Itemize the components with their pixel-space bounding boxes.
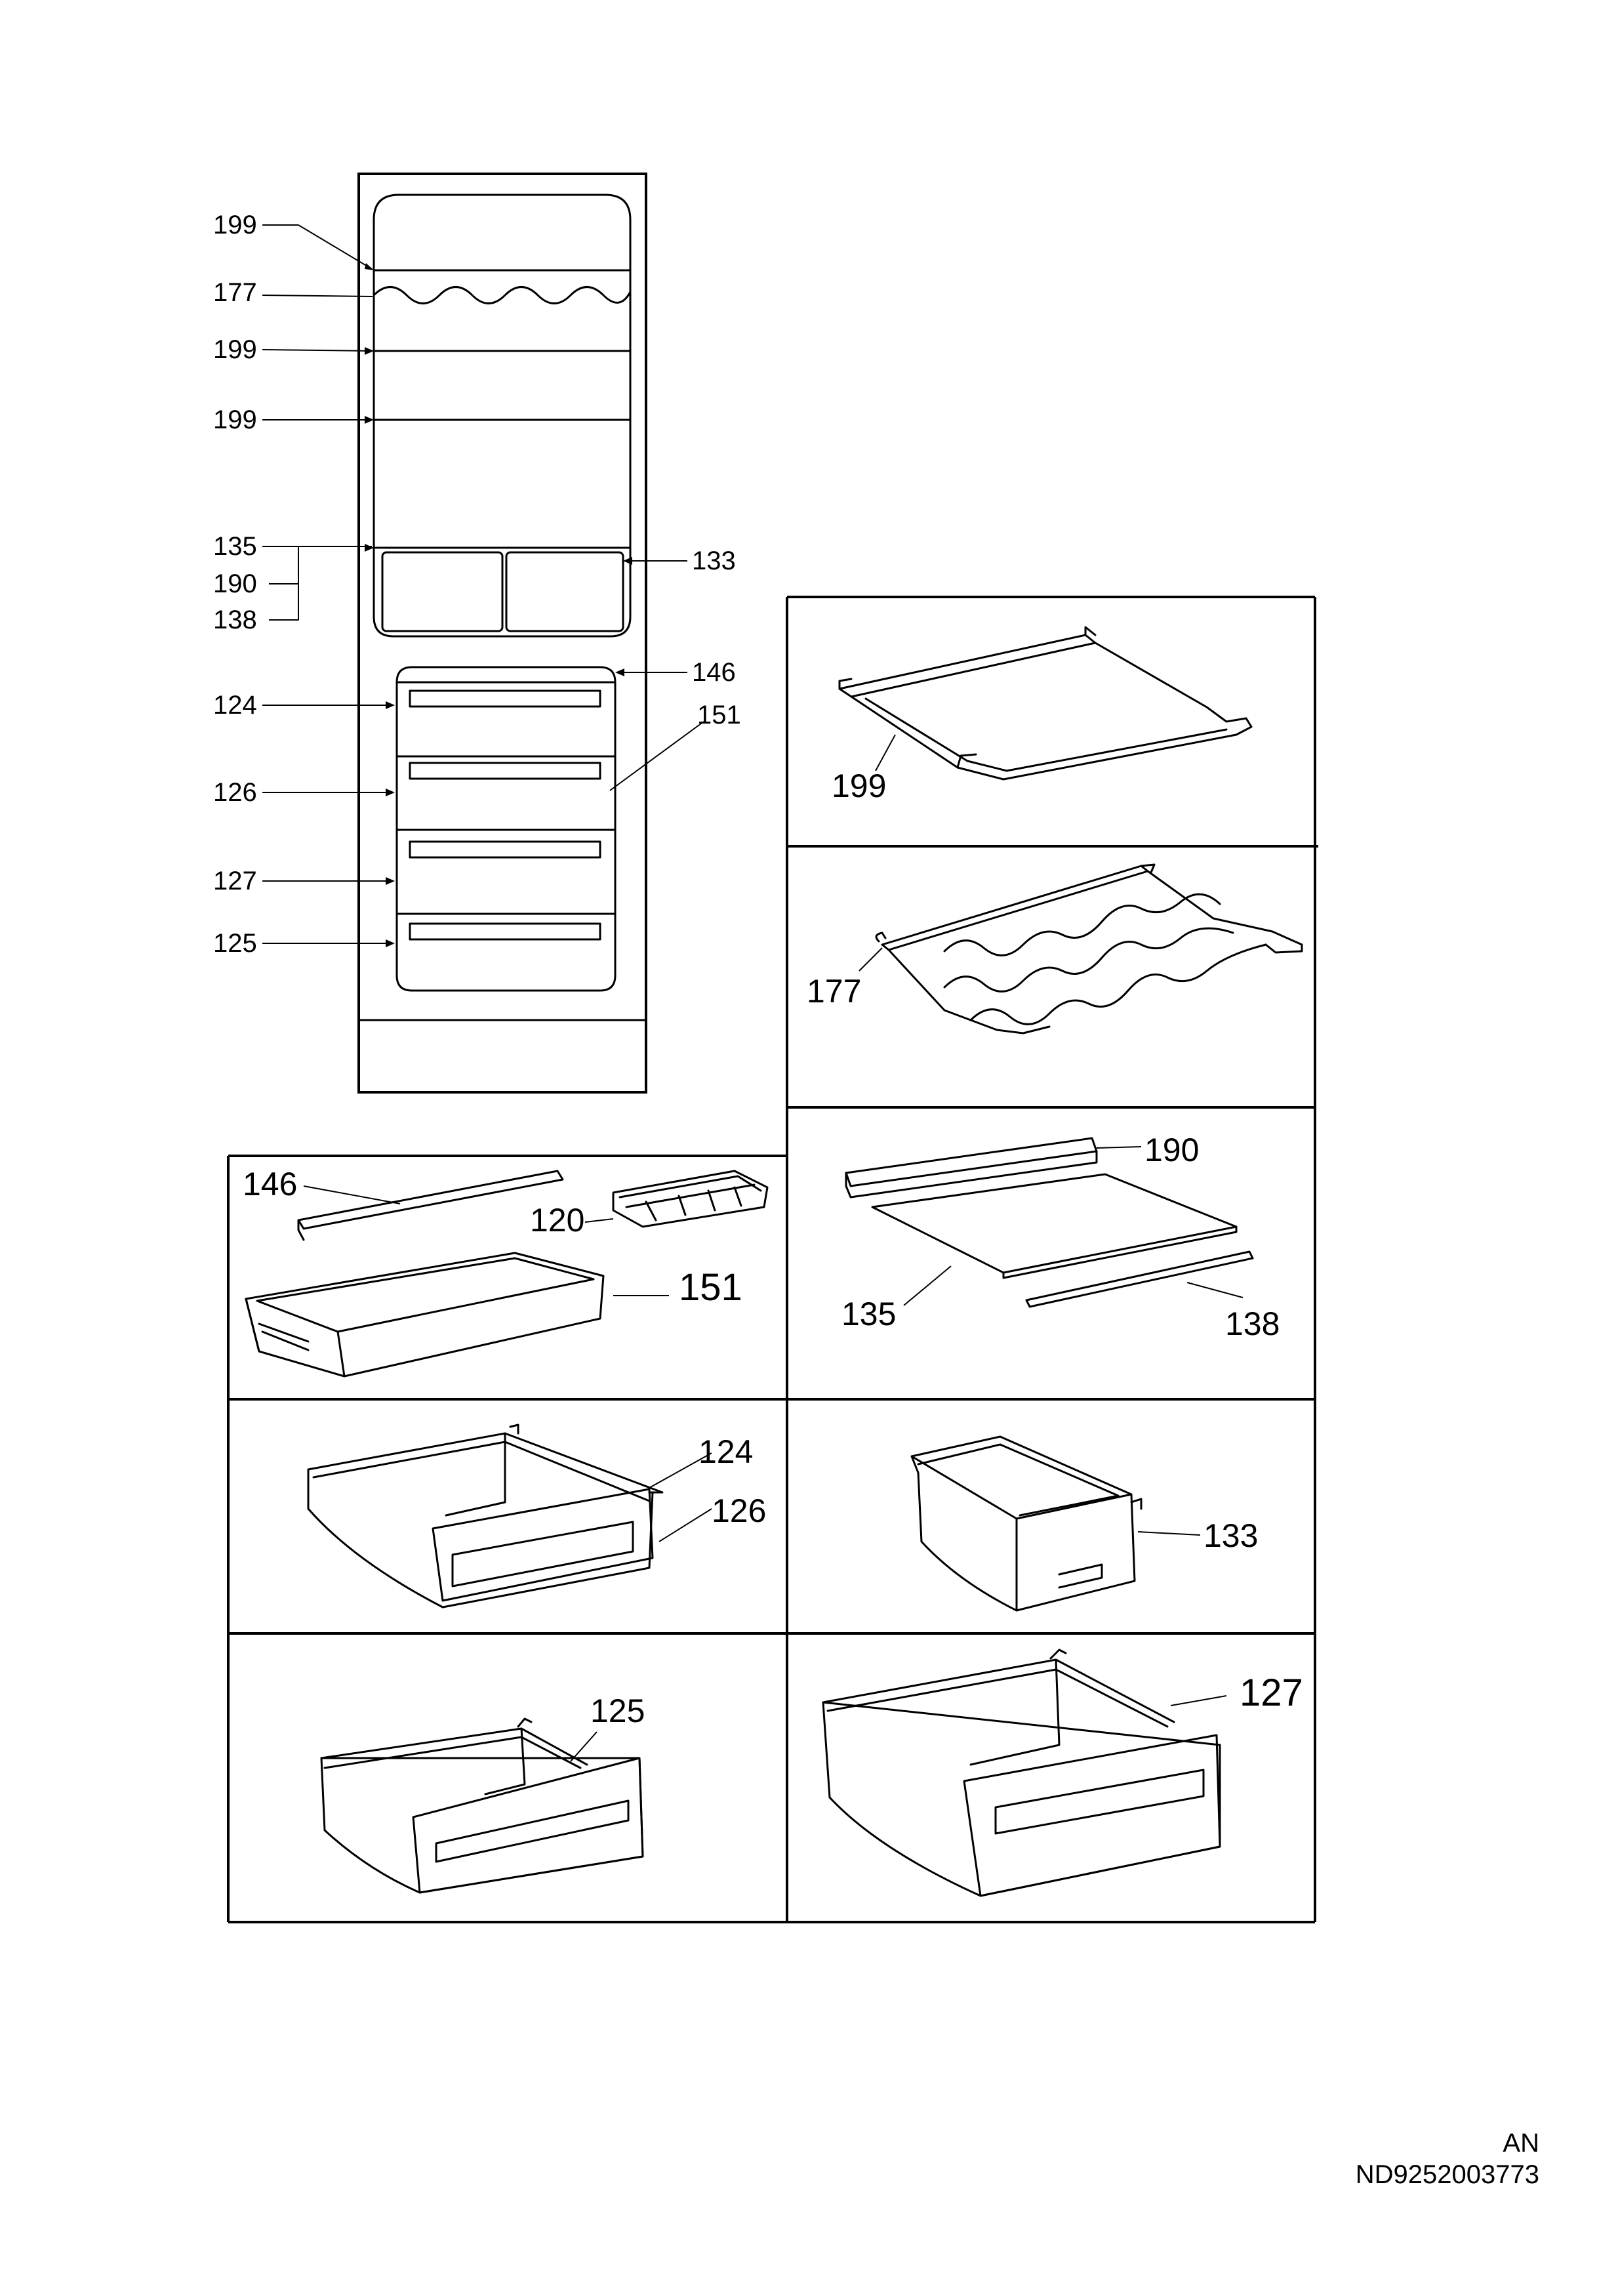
rail-glass-drawing (845, 1137, 1254, 1308)
footer-document-number: ND9252003773 (1355, 2160, 1539, 2189)
wine-rack-drawing (875, 863, 1303, 1035)
shelf-drawing (838, 626, 1253, 781)
drawer-large-drawing (822, 1649, 1221, 1897)
label-cabinet-138: 138 (213, 605, 257, 634)
label-cabinet-133: 133 (692, 546, 736, 575)
label-cabinet-199-low: 199 (213, 405, 257, 434)
label-cabinet-127: 127 (213, 867, 257, 895)
label-cabinet-177: 177 (213, 278, 257, 307)
footer-language-code: AN (1503, 2129, 1539, 2158)
label-cabinet-125: 125 (213, 929, 257, 958)
label-cabinet-146: 146 (692, 658, 736, 687)
label-cabinet-126: 126 (213, 778, 257, 807)
label-freezer-tray-151: 151 (679, 1266, 742, 1309)
label-crisper-133: 133 (1203, 1517, 1258, 1554)
label-rail-138: 138 (1225, 1305, 1280, 1342)
label-wine-rack-177: 177 (807, 973, 861, 1010)
label-cabinet-190: 190 (213, 569, 257, 598)
label-rail-190: 190 (1144, 1132, 1199, 1168)
label-cabinet-135: 135 (213, 532, 257, 561)
label-drawer-126: 126 (712, 1492, 766, 1529)
crisper-box-drawing (910, 1435, 1143, 1612)
label-drawer-125: 125 (590, 1692, 645, 1729)
label-cabinet-124: 124 (213, 691, 257, 720)
freezer-tray-drawing (245, 1170, 769, 1378)
label-drawer-127: 127 (1240, 1671, 1303, 1714)
label-freezer-rail-146: 146 (243, 1166, 297, 1202)
label-cabinet-151: 151 (697, 701, 741, 729)
drawer-bottom-drawing (320, 1717, 644, 1894)
label-glass-135: 135 (841, 1296, 896, 1332)
label-cabinet-199-mid: 199 (213, 335, 257, 364)
drawer-upper-drawing (307, 1424, 664, 1609)
label-drawer-124: 124 (698, 1433, 753, 1470)
cabinet-overview (357, 173, 647, 1094)
label-ice-tray-120: 120 (530, 1202, 584, 1239)
label-shelf-199: 199 (832, 768, 886, 804)
cabinet-leaders (262, 224, 704, 947)
parts-grid-frame (227, 596, 1318, 1923)
label-cabinet-199-top: 199 (213, 211, 257, 239)
